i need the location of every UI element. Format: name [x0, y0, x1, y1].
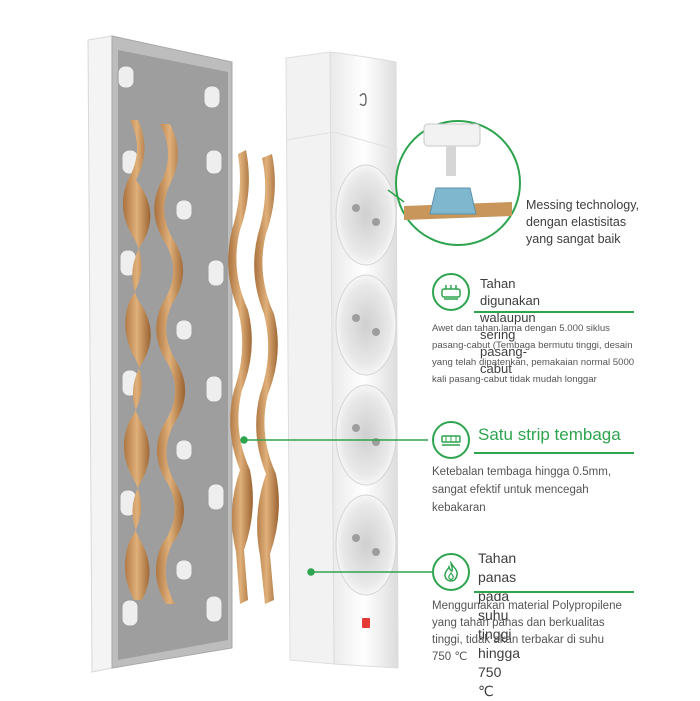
connector-lines [240, 436, 432, 576]
feature-copper-strip-title: Satu strip tembaga [478, 425, 621, 444]
feature-copper-strip-underline [474, 452, 634, 454]
messing-technology-caption: Messing technology, dengan elastisitas y… [526, 198, 640, 246]
feature-plug-cycles-title: Tahan digunakan walaupun sering pasang-c… [480, 276, 540, 376]
copper-strip-icon [432, 421, 470, 459]
copper-strips [228, 150, 279, 604]
open-housing [87, 35, 233, 673]
feature-heat-title: Tahan panas pada suhu tinggi hingga 750 … [478, 550, 521, 699]
zoom-detail [387, 120, 521, 246]
feature-copper-strip-description: Ketebalan tembaga hingga 0.5mm, sangat e… [432, 466, 612, 514]
feature-plug-cycles-underline [474, 311, 634, 313]
flame-icon [432, 553, 470, 591]
plug-socket-icon [432, 273, 470, 311]
feature-heat-underline [474, 591, 634, 593]
feature-plug-cycles-description: Awet dan tahan lama dengan 5.000 siklus … [432, 323, 635, 385]
feature-heat-description: Menggunakan material Polypropilene yang … [432, 600, 622, 663]
power-strip-body [285, 51, 399, 669]
